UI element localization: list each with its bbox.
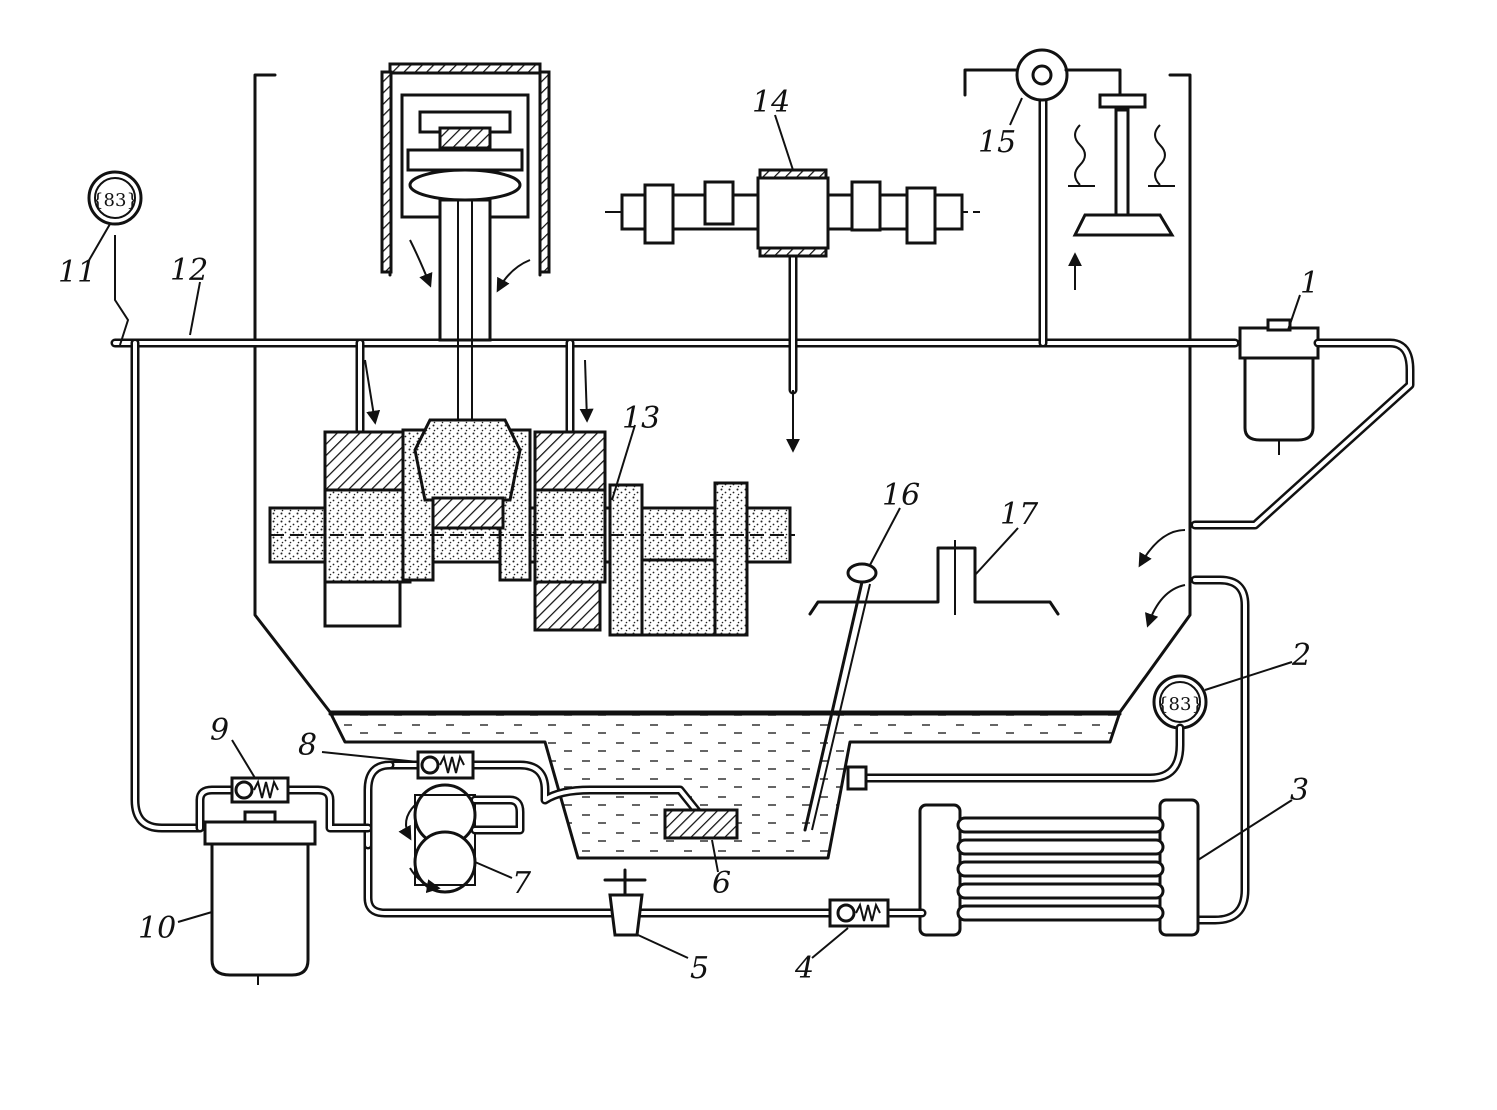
label-9: 9 — [210, 713, 229, 748]
label-15: 15 — [978, 125, 1016, 160]
crankshaft — [268, 359, 795, 637]
oil-cooler — [918, 798, 1200, 937]
label-1: 1 — [1300, 266, 1319, 301]
label-6: 6 — [712, 866, 731, 901]
label-16: 16 — [882, 478, 920, 513]
label-10: 10 — [138, 911, 176, 946]
oil-strainer — [663, 808, 739, 840]
bypass-valve-9 — [230, 776, 290, 804]
coarse-filter-10 — [195, 785, 373, 985]
crankcase-outline — [253, 73, 1192, 714]
label-3: 3 — [1290, 773, 1309, 808]
svg-text:{83}: {83} — [92, 190, 138, 211]
cooler-feed-line — [363, 840, 927, 918]
drain-cock-5 — [603, 868, 647, 937]
pressure-valve-8 — [416, 750, 475, 780]
pressure-gauge-2: {83} — [846, 674, 1208, 791]
main-oil-gallery — [110, 80, 1240, 435]
oil-sump — [328, 710, 1122, 860]
dipstick — [803, 562, 878, 832]
label-8: 8 — [298, 728, 317, 763]
label-7: 7 — [512, 866, 532, 901]
valve-train — [963, 48, 1175, 290]
label-4: 4 — [794, 951, 814, 986]
left-return-line — [114, 235, 205, 833]
relief-valve-4 — [828, 898, 890, 928]
breather — [808, 540, 1060, 616]
label-5: 5 — [690, 951, 709, 986]
camshaft — [605, 168, 980, 453]
label-2: 2 — [1291, 638, 1311, 673]
oil-pump — [363, 760, 705, 894]
part-labels: 1 2 3 4 5 6 7 8 9 10 11 12 13 14 15 16 1… — [58, 85, 1319, 986]
centrifugal-filter — [1138, 318, 1415, 568]
label-11: 11 — [58, 255, 96, 290]
label-12: 12 — [170, 253, 208, 288]
label-13: 13 — [622, 401, 660, 436]
cylinder-piston — [380, 62, 551, 420]
label-17: 17 — [1000, 497, 1039, 532]
label-14: 14 — [752, 85, 790, 120]
callout-leaders — [87, 97, 1301, 959]
cooler-return-line — [1145, 575, 1250, 925]
svg-text:{83}: {83} — [1157, 694, 1203, 715]
pressure-gauge-11: {83} — [87, 170, 143, 226]
